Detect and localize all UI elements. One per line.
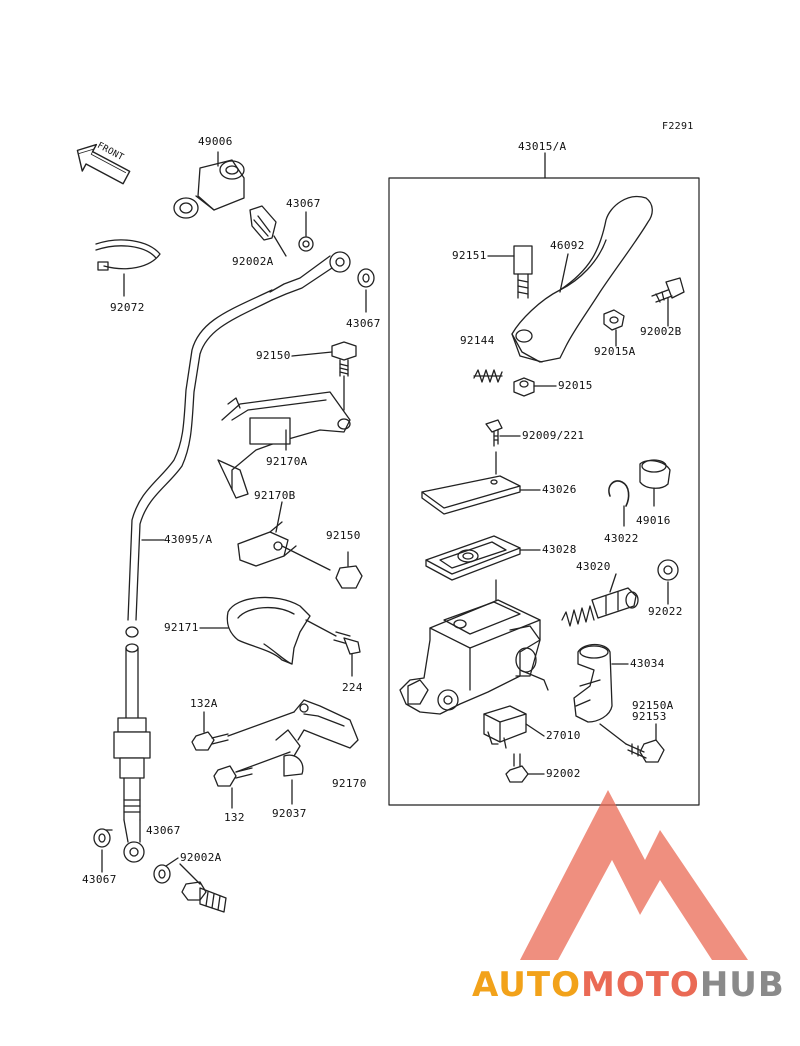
part-92022-washer bbox=[657, 559, 679, 581]
label-92009-221: 92009/221 bbox=[522, 429, 585, 442]
part-92171-clamp bbox=[226, 596, 311, 665]
label-92151: 92151 bbox=[452, 249, 487, 262]
watermark-part2: MOTO bbox=[580, 965, 700, 1005]
part-92150-bolt-upper bbox=[331, 341, 357, 411]
part-92150-bolt-middle bbox=[335, 551, 363, 589]
part-43067-washer-top bbox=[298, 236, 314, 252]
label-43028: 43028 bbox=[542, 543, 577, 556]
part-92170-clamp bbox=[275, 699, 359, 757]
part-92072-band bbox=[95, 239, 161, 297]
part-brake-hose bbox=[113, 251, 351, 863]
label-92072: 92072 bbox=[110, 301, 145, 314]
label-43020: 43020 bbox=[576, 560, 611, 573]
label-92022: 92022 bbox=[648, 605, 683, 618]
part-43067-washer-lower-left bbox=[93, 828, 111, 848]
watermark-part3: HUB bbox=[699, 965, 785, 1005]
label-92170B: 92170B bbox=[254, 489, 296, 502]
part-224-bolt bbox=[333, 631, 361, 677]
part-92170A-clamp bbox=[217, 391, 351, 499]
part-132-bolt bbox=[213, 765, 253, 809]
label-43067-c: 43067 bbox=[146, 824, 181, 837]
label-92150-b: 92150 bbox=[326, 529, 361, 542]
part-43028-diaphragm bbox=[425, 535, 521, 581]
part-49016-boot bbox=[639, 459, 671, 489]
label-92002A-b: 92002A bbox=[180, 851, 222, 864]
label-92150-a: 92150 bbox=[256, 349, 291, 362]
label-92037: 92037 bbox=[272, 807, 307, 820]
label-92171: 92171 bbox=[164, 621, 199, 634]
label-46092: 46092 bbox=[550, 239, 585, 252]
label-92015: 92015 bbox=[558, 379, 593, 392]
label-43067-a: 43067 bbox=[286, 197, 321, 210]
part-49006-fitting bbox=[173, 159, 245, 219]
label-43095A: 43095/A bbox=[164, 533, 213, 546]
part-43034-holder bbox=[573, 643, 613, 723]
master-cylinder-group-box bbox=[388, 177, 700, 806]
label-92170A: 92170A bbox=[266, 455, 308, 468]
front-arrow-icon bbox=[76, 143, 131, 185]
label-43067-b: 43067 bbox=[346, 317, 381, 330]
part-27010-switch bbox=[483, 705, 527, 749]
part-92037-clip bbox=[283, 754, 304, 805]
label-132A: 132A bbox=[190, 697, 218, 710]
part-43020-piston bbox=[561, 587, 639, 627]
part-43067-washer-lower-right bbox=[153, 864, 171, 884]
label-132: 132 bbox=[224, 811, 245, 824]
label-49016: 49016 bbox=[636, 514, 671, 527]
part-132A-bolt bbox=[191, 711, 229, 751]
part-43022-snap-ring bbox=[608, 480, 630, 507]
label-49006: 49006 bbox=[198, 135, 233, 148]
part-92002A-bolt-lower bbox=[181, 881, 227, 913]
label-92015A: 92015A bbox=[594, 345, 636, 358]
watermark-part1: AUTO bbox=[472, 965, 581, 1005]
label-224: 224 bbox=[342, 681, 363, 694]
label-92002A-a: 92002A bbox=[232, 255, 274, 268]
label-92153: 92153 bbox=[632, 710, 667, 723]
part-43067-washer-right bbox=[357, 268, 375, 288]
label-43022: 43022 bbox=[604, 532, 639, 545]
part-master-cylinder-body bbox=[399, 599, 549, 715]
label-92002B: 92002B bbox=[640, 325, 682, 338]
part-92170B-clip bbox=[237, 521, 297, 567]
part-92009-screw bbox=[485, 419, 503, 447]
figure-code: F2291 bbox=[662, 121, 694, 132]
label-92150A: 92150A bbox=[632, 699, 674, 712]
part-92015-nut bbox=[513, 377, 535, 397]
part-92002-screw bbox=[505, 753, 529, 783]
label-43026: 43026 bbox=[542, 483, 577, 496]
label-43034: 43034 bbox=[630, 657, 665, 670]
label-92170: 92170 bbox=[332, 777, 367, 790]
label-43067-d: 43067 bbox=[82, 873, 117, 886]
part-92151-bolt bbox=[513, 245, 533, 299]
watermark-text: AUTOMOTOHUB bbox=[472, 965, 785, 1005]
label-43015A: 43015/A bbox=[518, 140, 567, 153]
part-92002B-bolt bbox=[651, 277, 685, 303]
label-27010: 27010 bbox=[546, 729, 581, 742]
part-92144-spring bbox=[473, 369, 503, 383]
label-92002: 92002 bbox=[546, 767, 581, 780]
part-92015A-nut bbox=[603, 309, 625, 331]
label-92144: 92144 bbox=[460, 334, 495, 347]
part-bolt-near-49006 bbox=[249, 205, 277, 241]
